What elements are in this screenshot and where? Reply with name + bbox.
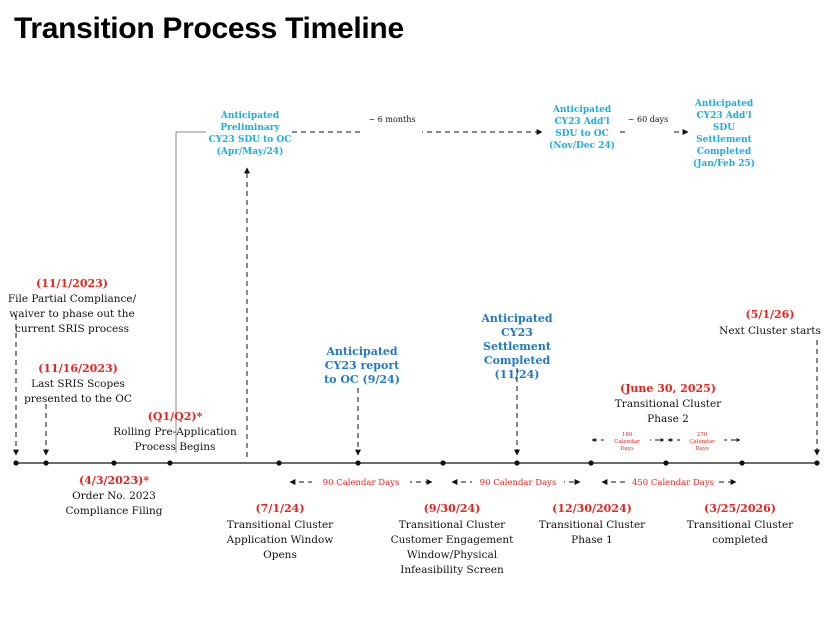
phase-duration-label-1: 180 (622, 432, 633, 438)
event-date-5-1-26: (5/1/26) (745, 308, 794, 321)
event-desc-4-3-2023: Compliance Filing (65, 505, 162, 517)
blue-event-cy23-report: Anticipated (325, 345, 398, 358)
blue-event-cy23-settlement: Anticipated (480, 312, 553, 325)
timeline-tick (814, 460, 820, 466)
event-date-june-30-2025: (June 30, 2025) (620, 382, 716, 395)
top-milestone-3: SDU (713, 123, 735, 133)
timeline-tick (663, 460, 669, 466)
top-milestone-1: Preliminary (220, 123, 280, 133)
event-desc-11-1-2023: current SRIS process (15, 323, 129, 335)
event-desc-9-30-24: Transitional Cluster (399, 519, 506, 531)
event-desc-q1-q2: Process Begins (135, 441, 216, 453)
phase-duration-label-2: Days (695, 446, 709, 452)
event-desc-12-30-2024: Transitional Cluster (539, 519, 646, 531)
top-milestone-1: (Apr/May/24) (217, 146, 284, 157)
bracket-line-q1-q2 (175, 131, 206, 453)
timeline-tick (739, 460, 745, 466)
event-desc-june-30-2025: Phase 2 (647, 413, 689, 425)
phase-duration-label-2: 270 (697, 432, 708, 438)
phase-duration-label-2: Calendar (689, 439, 715, 445)
event-desc-q1-q2: Rolling Pre-Application (113, 426, 237, 438)
timeline-tick (514, 460, 520, 466)
event-desc-12-30-2024: Phase 1 (571, 534, 613, 546)
event-desc-7-1-24: Transitional Cluster (227, 519, 334, 531)
timeline-tick (588, 460, 594, 466)
event-date-3-25-2026: (3/25/2026) (704, 502, 776, 515)
event-desc-11-1-2023: waiver to phase out the (9, 308, 135, 320)
event-desc-3-25-2026: completed (712, 534, 768, 546)
blue-event-cy23-settlement: Completed (484, 354, 551, 367)
event-desc-9-30-24: Window/Physical (407, 549, 498, 561)
timeline-tick (43, 460, 49, 466)
top-milestone-2: Anticipated (552, 105, 612, 115)
blue-event-cy23-settlement: (11/24) (494, 368, 539, 381)
page-title: Transition Process Timeline (14, 12, 404, 45)
event-desc-11-1-2023: File Partial Compliance/ (8, 293, 137, 305)
top-milestone-1: Anticipated (220, 111, 280, 121)
event-desc-june-30-2025: Transitional Cluster (615, 398, 722, 410)
timeline-tick (440, 460, 446, 466)
phase-duration-label-1: Days (620, 446, 634, 452)
blue-event-cy23-settlement: CY23 (501, 326, 533, 339)
phase-duration-label-1: Calendar (614, 439, 640, 445)
top-milestone-3: Anticipated (694, 99, 754, 109)
event-desc-11-16-2023: Last SRIS Scopes (31, 378, 125, 390)
event-desc-5-1-26: Next Cluster starts (719, 325, 821, 337)
top-milestone-3: Completed (697, 147, 752, 157)
event-desc-7-1-24: Application Window (226, 534, 334, 546)
gap-label-sixty-days: ~ 60 days (628, 115, 668, 124)
top-milestone-3: (Jan/Feb 25) (693, 158, 755, 169)
event-date-q1-q2: (Q1/Q2)* (148, 410, 203, 423)
top-milestone-2: CY23 Add'l (555, 117, 611, 127)
blue-event-cy23-report: CY23 report (325, 359, 400, 372)
event-date-7-1-24: (7/1/24) (255, 502, 304, 515)
event-date-9-30-24: (9/30/24) (424, 502, 481, 515)
event-desc-11-16-2023: presented to the OC (24, 393, 132, 405)
event-desc-9-30-24: Infeasibility Screen (400, 564, 504, 576)
event-desc-4-3-2023: Order No. 2023 (72, 490, 156, 502)
event-desc-3-25-2026: Transitional Cluster (687, 519, 794, 531)
timeline-tick (355, 460, 361, 466)
timeline-tick (276, 460, 282, 466)
timeline-tick (167, 460, 173, 466)
top-milestone-2: SDU to OC (555, 129, 609, 139)
event-date-4-3-2023: (4/3/2023)* (79, 474, 149, 487)
blue-event-cy23-report: to OC (9/24) (324, 373, 400, 386)
duration-label-3: 450 Calendar Days (632, 478, 714, 488)
timeline-tick (111, 460, 117, 466)
event-desc-7-1-24: Opens (263, 549, 297, 561)
top-milestone-1: CY23 SDU to OC (209, 135, 292, 145)
gap-label-six-months: ~ 6 months (369, 115, 416, 124)
top-milestone-2: (Nov/Dec 24) (549, 140, 615, 151)
timeline-tick (13, 460, 19, 466)
event-date-11-1-2023: (11/1/2023) (36, 277, 108, 290)
event-date-12-30-2024: (12/30/2024) (552, 502, 632, 515)
top-milestone-3: CY23 Add'l (697, 111, 753, 121)
blue-event-cy23-settlement: Settlement (483, 340, 552, 353)
timeline-ticks (13, 460, 820, 466)
duration-label-1: 90 Calendar Days (323, 478, 400, 488)
top-milestone-3: Settlement (696, 135, 752, 145)
event-date-11-16-2023: (11/16/2023) (38, 362, 118, 375)
event-desc-9-30-24: Customer Engagement (391, 534, 515, 546)
duration-label-2: 90 Calendar Days (480, 478, 557, 488)
